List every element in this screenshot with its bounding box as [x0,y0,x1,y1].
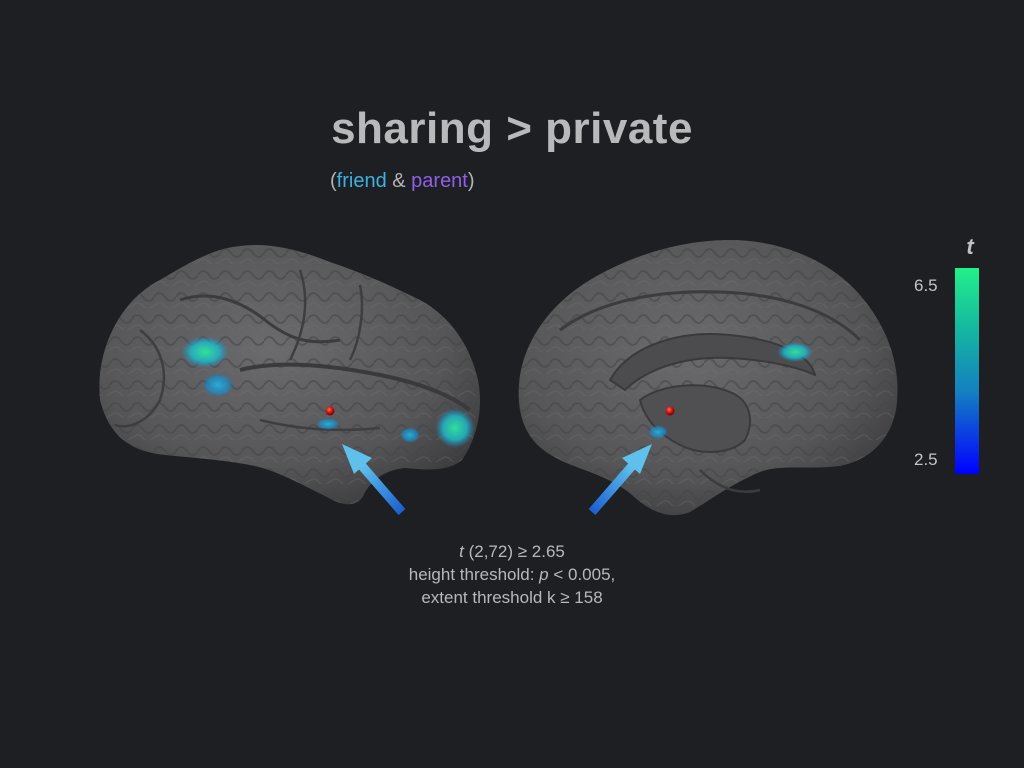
slide-subtitle: (friend & parent) [330,170,475,193]
stats-line-3: extent threshold k ≥ 158 [421,588,603,607]
right-marker-dot [665,406,675,416]
slide-title: sharing > private [331,104,693,153]
subtitle-parent: parent [411,170,468,192]
subtitle-open-paren: ( [330,170,337,192]
stats-t-symbol: t [459,542,464,561]
colorbar-min-label: 2.5 [914,450,938,469]
arrow-up-left-icon [342,444,406,515]
stats-p-symbol: p [539,565,549,584]
lateral-brain-surface [99,244,481,505]
colorbar [955,268,979,474]
arrow-up-right-icon [588,444,652,515]
subtitle-close-paren: ) [467,170,475,192]
colorbar-max-label: 6.5 [914,276,938,295]
stats-caption: t (2,72) ≥ 2.65 height threshold: p < 0.… [362,540,662,609]
medial-brain-surface [518,240,898,516]
stats-line-1: t (2,72) ≥ 2.65 [362,540,662,563]
subtitle-friend: friend [336,170,387,192]
left-marker-dot [325,406,335,416]
subtitle-and: & [386,170,412,192]
stats-p-value: < 0.005, [548,565,616,584]
stats-height-prefix: height threshold: [408,565,540,584]
stats-t-value: (2,72) ≥ 2.65 [463,542,565,561]
colorbar-title: t [966,234,974,259]
stats-line-2: height threshold: p < 0.005, [362,563,662,586]
